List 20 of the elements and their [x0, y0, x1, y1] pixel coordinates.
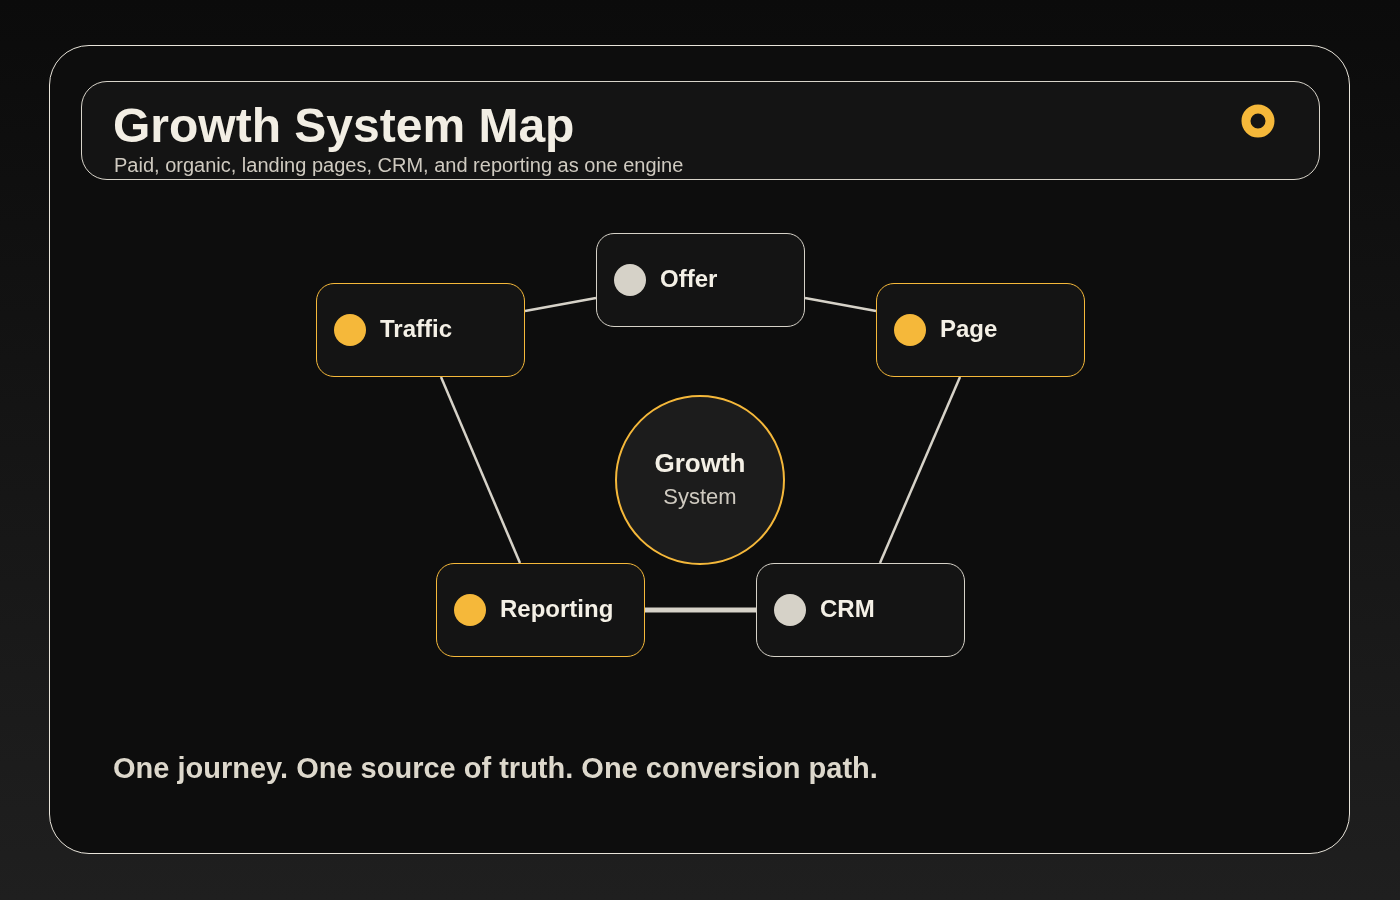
step-box: [596, 233, 805, 327]
step-label: Offer: [660, 265, 718, 293]
connector-line: [439, 376, 522, 564]
connector-line: [878, 376, 962, 564]
step-box: [316, 283, 525, 377]
step-box: [756, 563, 965, 657]
step-label: CRM: [820, 595, 875, 623]
hub-title: Growth: [654, 447, 746, 480]
connector-line: [524, 296, 597, 313]
step-label: Traffic: [380, 315, 453, 343]
step-label: Page: [940, 315, 998, 343]
connector-line: [645, 607, 756, 613]
hub-subtitle: System: [663, 483, 737, 511]
tagline: One journey. One source of truth. One conversion path.: [113, 752, 878, 785]
subtitle: Paid, organic, landing pages, CRM, and reporting as one engine: [114, 154, 684, 177]
step-box: [436, 563, 645, 657]
step-box: [876, 283, 1085, 377]
step-label: Reporting: [500, 595, 614, 623]
title: Growth System Map: [113, 100, 575, 153]
connector-line: [804, 296, 877, 313]
